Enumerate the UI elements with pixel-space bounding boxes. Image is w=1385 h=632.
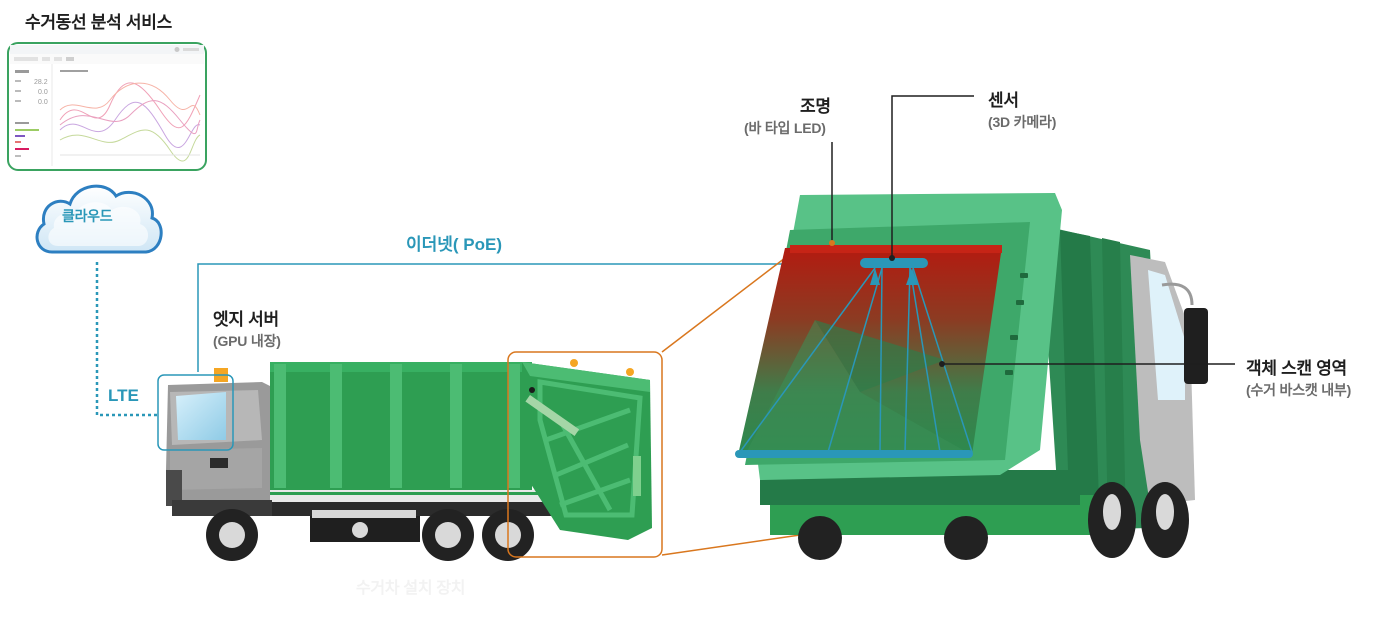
- dashboard-thumbnail: 28.2 0.0 0.0: [7, 42, 207, 171]
- cloud-icon: [35, 184, 163, 254]
- sensor-title: 센서: [988, 91, 1019, 110]
- sensor-subtitle: (3D 카메라): [988, 114, 1057, 130]
- dashboard-value-3: 0.0: [38, 99, 48, 106]
- lte-label: LTE: [108, 386, 139, 405]
- dashboard-value-2: 0.0: [38, 89, 48, 96]
- rear-callout-box: [507, 351, 663, 558]
- edge-server-title: 엣지 서버: [213, 310, 279, 329]
- lighting-title: 조명: [800, 97, 831, 116]
- edge-server-highlight: [157, 374, 234, 451]
- scan-area-title: 객체 스캔 영역: [1246, 359, 1347, 378]
- scan-area-subtitle: (수거 바스캣 내부): [1246, 382, 1352, 398]
- service-title: 수거동선 분석 서비스: [25, 13, 172, 32]
- garbage-truck-side: [166, 359, 652, 561]
- edge-server-subtitle: (GPU 내장): [213, 333, 281, 349]
- lighting-subtitle: (바 타입 LED): [744, 120, 826, 136]
- garbage-truck-rear: [735, 193, 1208, 560]
- truck-caption: 수거차 설치 장치: [356, 580, 466, 597]
- ethernet-label: 이더넷( PoE): [406, 235, 503, 254]
- dashboard-value-1: 28.2: [34, 79, 48, 86]
- cloud-label: 클라우드: [62, 208, 113, 224]
